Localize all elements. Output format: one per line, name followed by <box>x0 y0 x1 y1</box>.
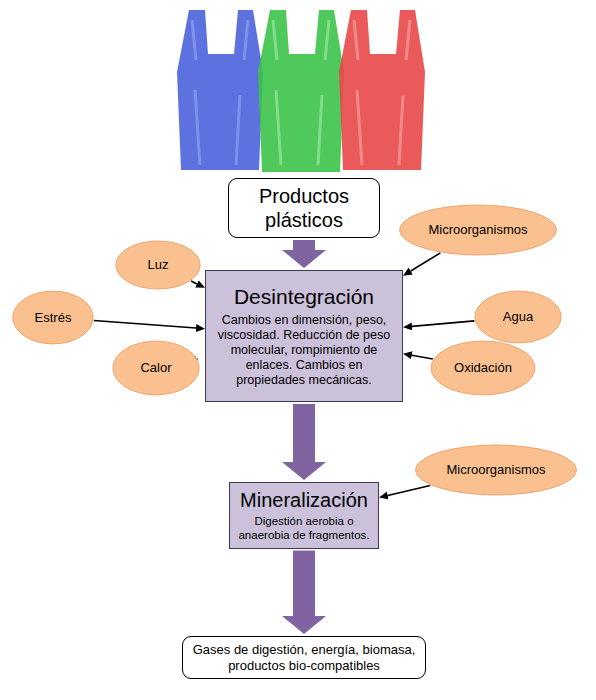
ellipse-shape <box>13 291 93 344</box>
process-box: MineralizaciónDigestión aerobia o anaero… <box>229 482 379 549</box>
arrow-connector <box>94 321 196 329</box>
factor-ellipse: Luz <box>115 240 201 290</box>
bag-body <box>339 10 425 170</box>
ellipse-shape <box>113 341 199 395</box>
node-body: Cambios en dimensión, peso, viscosidad. … <box>212 313 396 388</box>
factor-ellipse: Calor <box>112 340 200 396</box>
node-title: Calor <box>140 360 171 376</box>
node-title: Estrés <box>35 310 72 326</box>
factor-ellipse: Oxidación <box>430 340 536 396</box>
ellipse-shape <box>475 291 561 343</box>
node-title: Productos plásticos <box>237 184 371 232</box>
node-title: Microorganismos <box>429 222 528 238</box>
node-title: Gases de digestión, energía, biomasa, pr… <box>191 642 417 673</box>
node-title: Oxidación <box>454 360 512 376</box>
node-title: Luz <box>148 257 169 273</box>
factor-ellipse: Microorganismos <box>398 204 558 256</box>
bag-body <box>177 10 263 170</box>
node-body: Digestión aerobia o anaerobia de fragmen… <box>236 515 372 543</box>
factor-ellipse: Agua <box>474 290 562 344</box>
arrow-connector <box>412 321 474 327</box>
bag-fold <box>192 20 248 165</box>
bag-fold <box>354 20 410 165</box>
green-bag <box>258 10 344 172</box>
bag-body <box>258 10 344 172</box>
node-title: Microorganismos <box>447 462 546 478</box>
arrow-connector <box>412 355 433 359</box>
product-box: Productos plásticos <box>228 178 380 238</box>
factor-ellipse: Estrés <box>12 290 94 345</box>
red-bag <box>339 10 425 170</box>
node-title: Agua <box>503 309 533 325</box>
ellipse-shape <box>431 341 535 395</box>
process-box: DesintegraciónCambios en dimensión, peso… <box>205 270 403 402</box>
arrow-connector <box>388 486 430 496</box>
ellipse-shape <box>116 241 200 289</box>
block-arrow <box>293 240 315 250</box>
arrow-connector <box>191 281 197 284</box>
bag-fold <box>273 20 329 165</box>
result-box: Gases de digestión, energía, biomasa, pr… <box>182 636 426 679</box>
blue-bag <box>177 10 263 170</box>
block-arrow <box>293 551 315 616</box>
block-arrow <box>293 404 315 462</box>
node-title: Mineralización <box>240 488 368 512</box>
node-title: Desintegración <box>234 284 374 309</box>
ellipse-shape <box>400 205 557 255</box>
arrow-connector <box>411 253 441 271</box>
factor-ellipse: Microorganismos <box>414 444 578 496</box>
ellipse-shape <box>416 445 577 495</box>
